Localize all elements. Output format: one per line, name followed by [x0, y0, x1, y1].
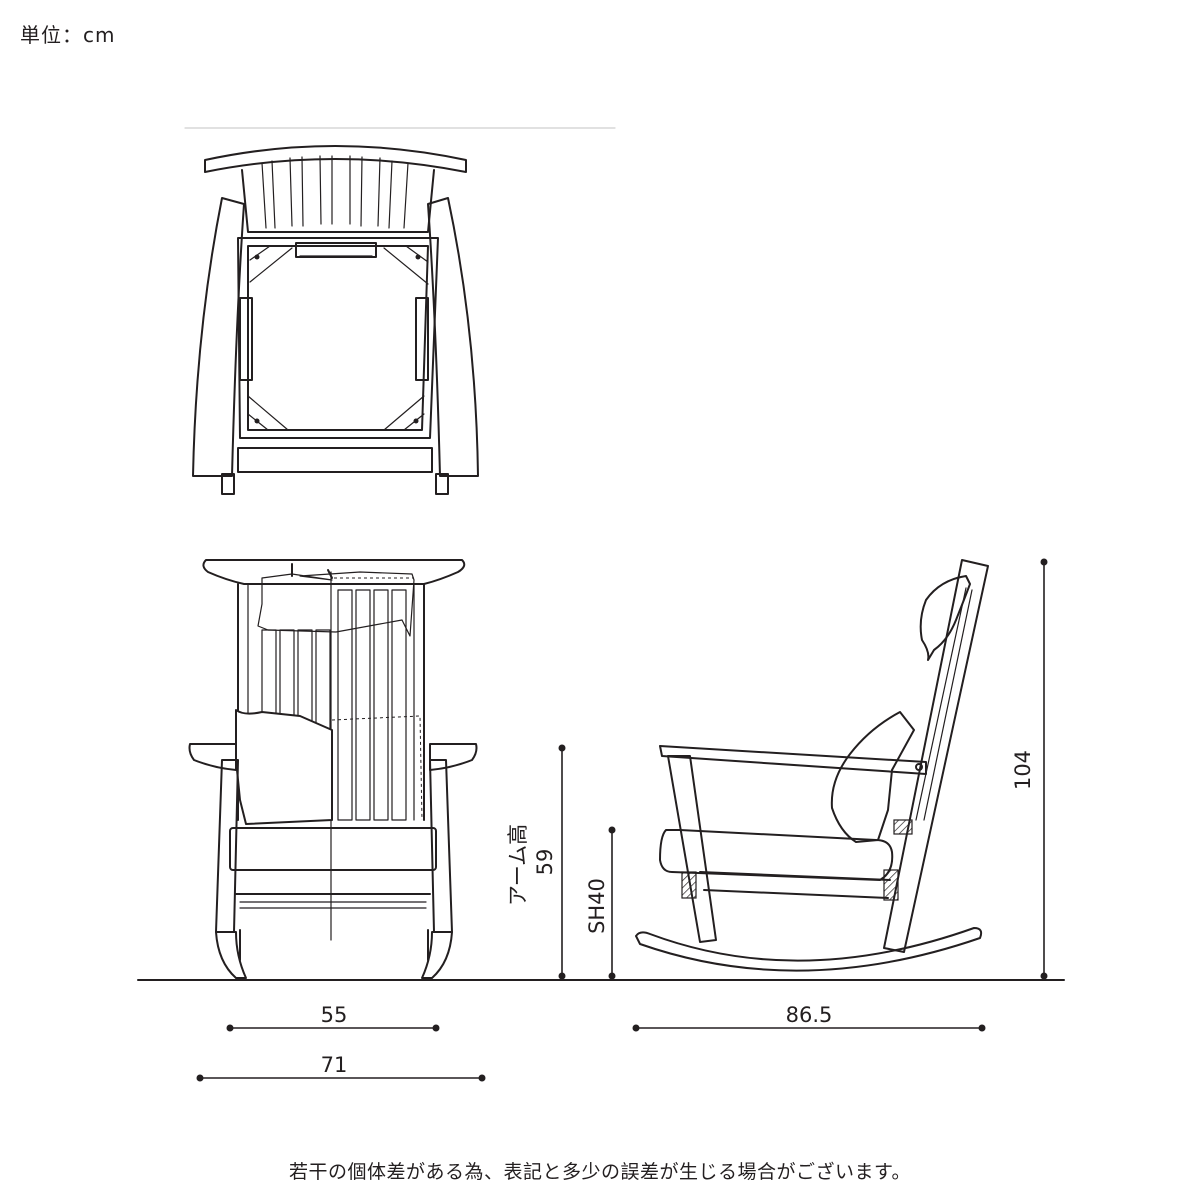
outer-width-value: 71 — [321, 1053, 348, 1077]
seat-height-value: SH40 — [585, 878, 609, 934]
inner-width-value: 55 — [321, 1003, 348, 1027]
footnote: 若干の個体差がある為、表記と多少の誤差が生じる場合がございます。 — [288, 1161, 912, 1183]
dimension-inner-width: 55 — [226, 1003, 440, 1032]
dimension-arm-height: アーム高 59 — [506, 744, 566, 980]
top-view — [184, 127, 616, 495]
dimension-seat-height: SH40 — [585, 826, 616, 980]
depth-value: 86.5 — [786, 1003, 833, 1027]
front-view — [188, 559, 478, 979]
arm-height-value: 59 — [533, 849, 557, 876]
back-slats-top — [261, 155, 409, 229]
dimension-depth: 86.5 — [632, 1003, 986, 1032]
dimension-total-height: 104 — [1011, 558, 1048, 980]
dimension-outer-width: 71 — [196, 1053, 486, 1082]
side-view — [635, 559, 989, 972]
arm-height-label: アーム高 — [506, 824, 530, 906]
unit-label: 単位：cm — [20, 23, 116, 47]
total-height-value: 104 — [1011, 750, 1035, 790]
